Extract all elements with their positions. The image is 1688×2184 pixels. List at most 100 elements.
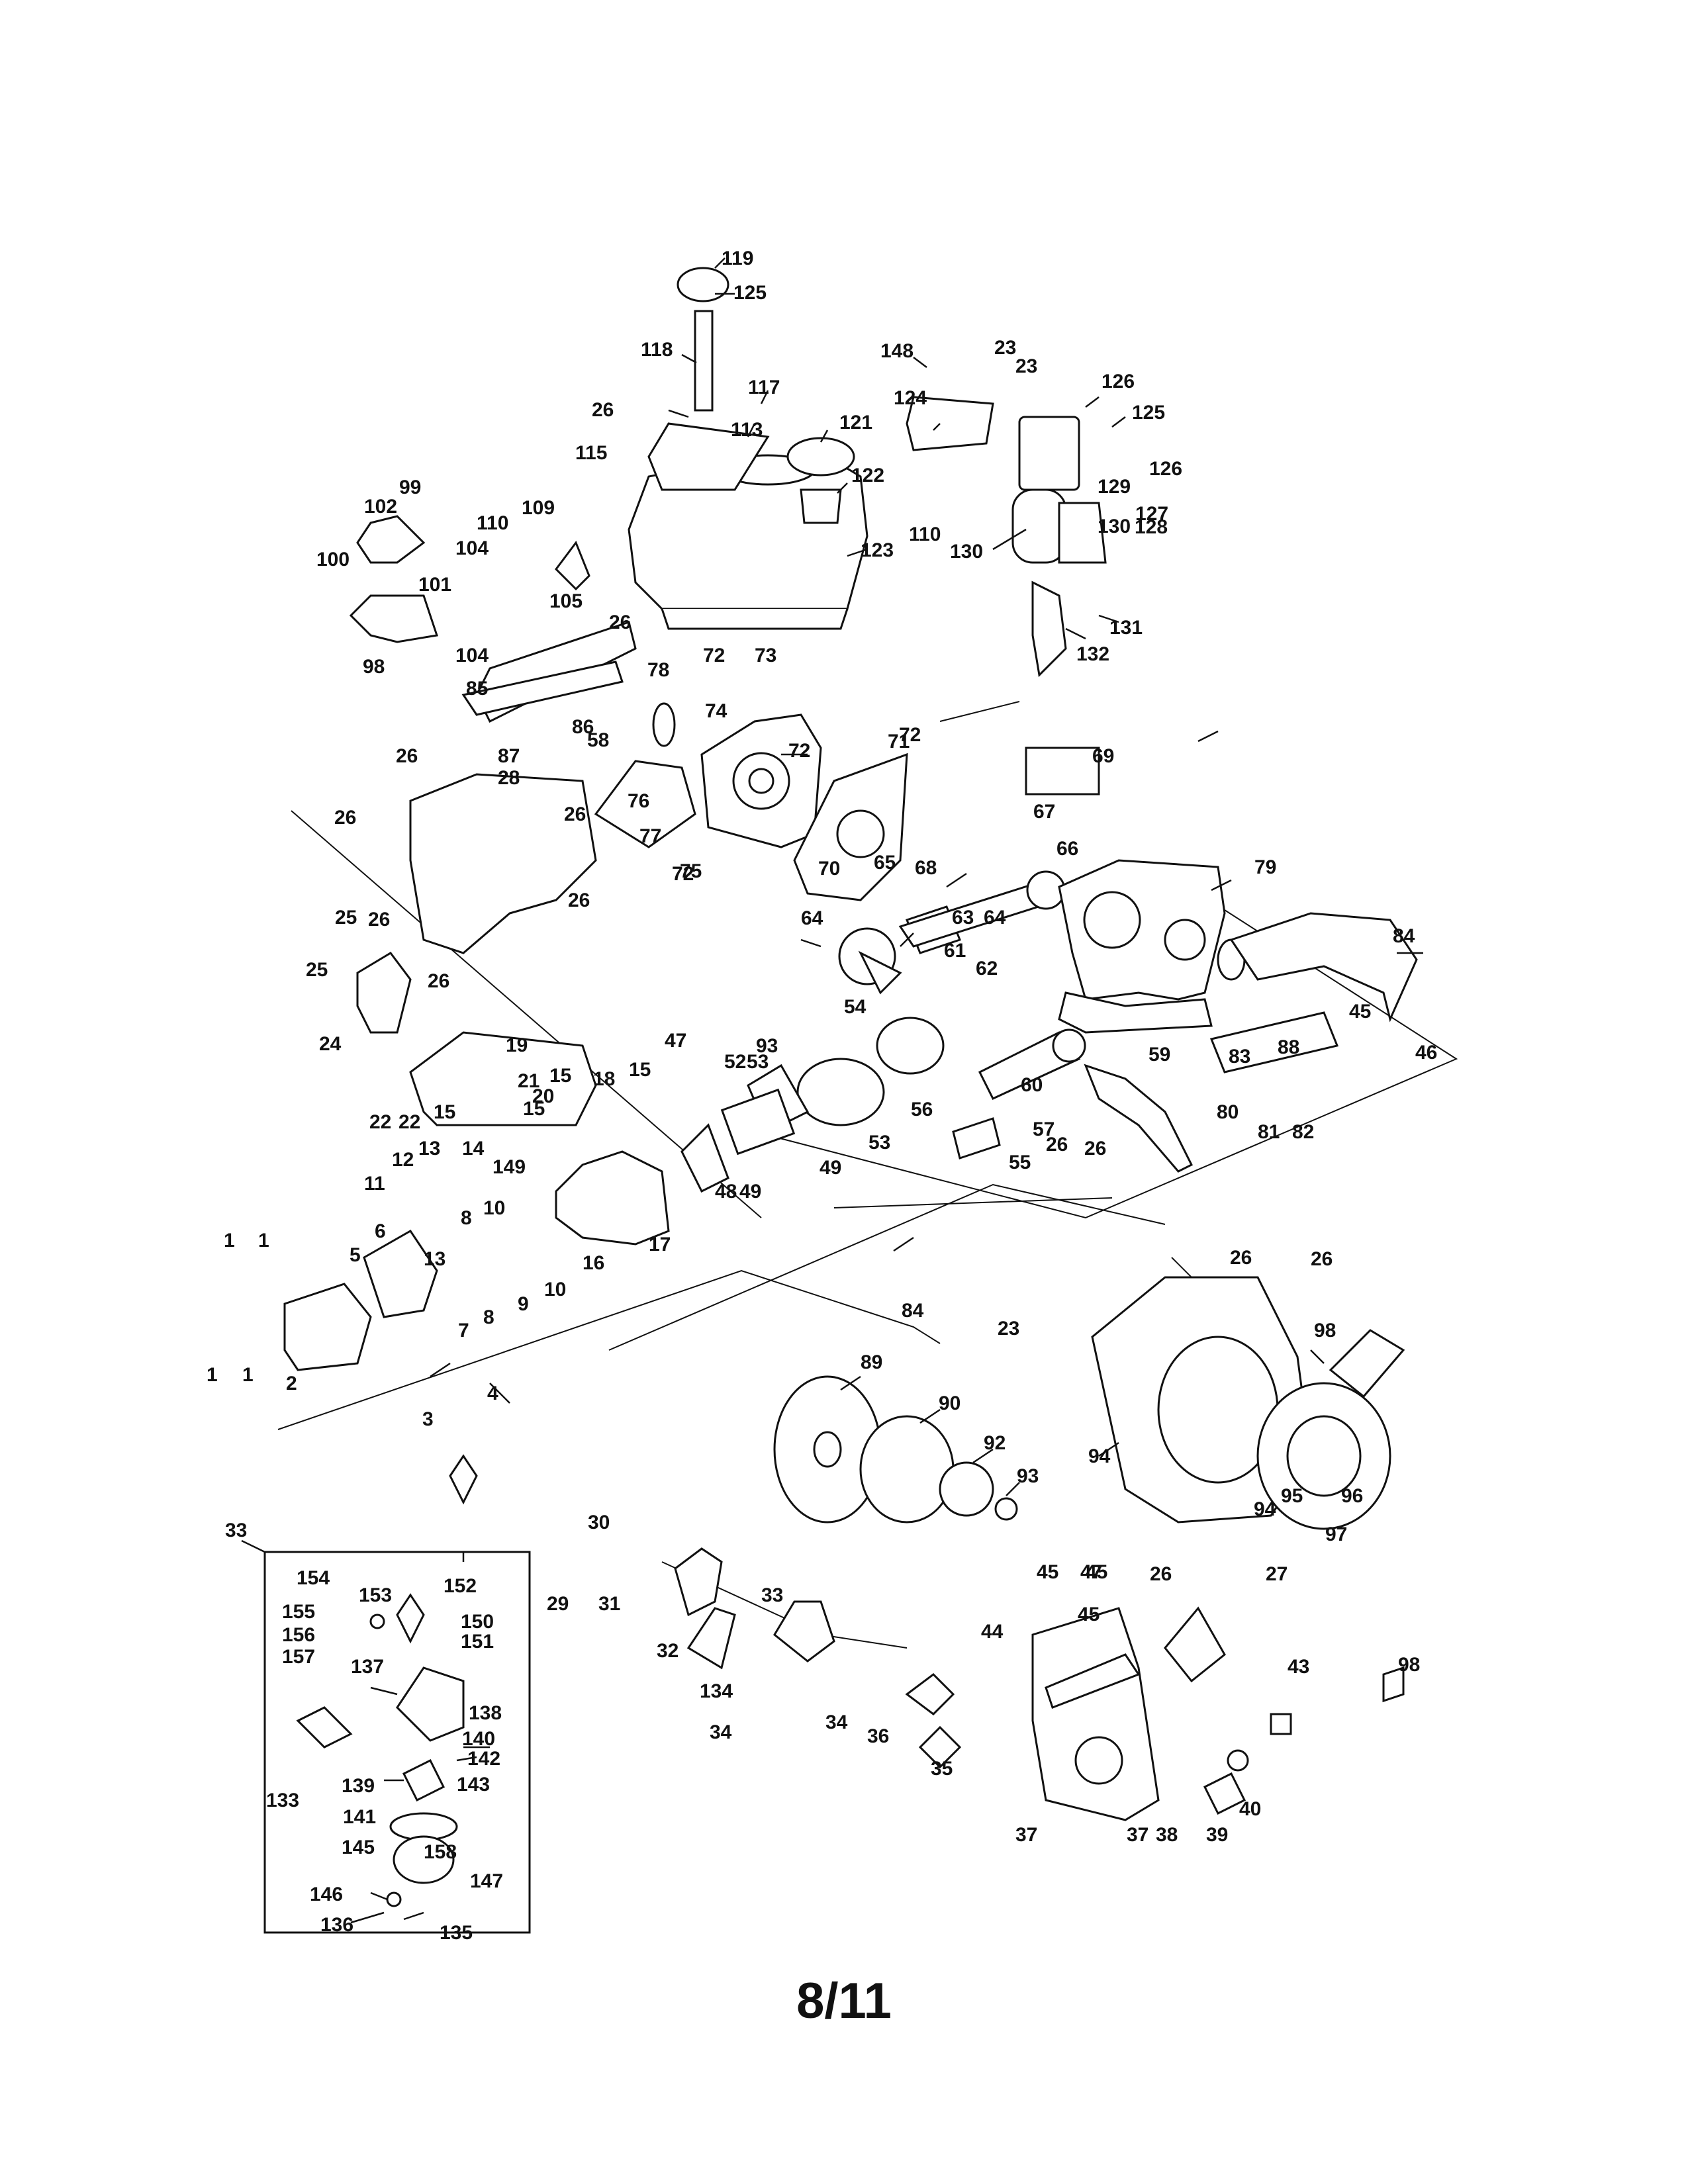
part-label: 110 bbox=[909, 523, 941, 545]
part-label: 65 bbox=[874, 852, 896, 874]
part-label: 142 bbox=[467, 1748, 500, 1770]
part-label: 26 bbox=[609, 612, 631, 633]
part-label: 79 bbox=[1254, 856, 1276, 878]
part-label: 104 bbox=[455, 537, 489, 559]
part-label: 61 bbox=[944, 940, 966, 962]
air-intake-group bbox=[674, 1547, 962, 1769]
part-label: 151 bbox=[461, 1631, 494, 1653]
part-label: 5 bbox=[350, 1244, 361, 1266]
part-label: 101 bbox=[418, 574, 451, 596]
part-label: 15 bbox=[434, 1101, 455, 1123]
part-label: 125 bbox=[1132, 402, 1165, 424]
part-label: 28 bbox=[498, 767, 520, 789]
part-label: 75 bbox=[680, 860, 702, 882]
part-label: 59 bbox=[1149, 1044, 1170, 1066]
part-label: 1 bbox=[224, 1230, 235, 1251]
part-label: 72 bbox=[788, 740, 810, 762]
part-label: 29 bbox=[547, 1593, 569, 1615]
part-label: 78 bbox=[647, 659, 669, 681]
part-label: 95 bbox=[1281, 1485, 1303, 1507]
part-label: 58 bbox=[587, 729, 609, 751]
part-label: 138 bbox=[469, 1702, 502, 1724]
part-label: 126 bbox=[1149, 458, 1182, 480]
part-label: 125 bbox=[733, 282, 767, 304]
part-label: 48 bbox=[715, 1181, 737, 1203]
part-label: 49 bbox=[739, 1181, 761, 1203]
leader-lines bbox=[241, 257, 1423, 1924]
engine-block-group bbox=[1058, 859, 1418, 1073]
part-label: 141 bbox=[343, 1806, 376, 1828]
part-label: 54 bbox=[844, 996, 867, 1018]
part-label: 17 bbox=[649, 1234, 671, 1255]
part-label: 39 bbox=[1206, 1824, 1228, 1846]
part-label: 72 bbox=[899, 724, 921, 746]
part-label: 26 bbox=[396, 745, 418, 767]
part-label: 21 bbox=[518, 1070, 539, 1092]
part-label: 139 bbox=[342, 1775, 375, 1797]
part-label: 130 bbox=[1098, 516, 1131, 537]
part-label: 126 bbox=[1102, 371, 1135, 392]
part-label: 14 bbox=[462, 1138, 485, 1160]
part-label: 24 bbox=[319, 1033, 342, 1055]
part-label: 10 bbox=[544, 1279, 566, 1300]
part-label: 27 bbox=[1266, 1563, 1288, 1585]
part-label: 132 bbox=[1076, 643, 1109, 665]
part-label: 72 bbox=[703, 645, 725, 666]
part-label: 122 bbox=[851, 465, 884, 486]
part-label: 113 bbox=[731, 419, 763, 441]
part-label: 128 bbox=[1135, 516, 1168, 538]
part-label: 100 bbox=[316, 549, 350, 570]
part-label: 6 bbox=[375, 1220, 386, 1242]
part-label: 136 bbox=[320, 1914, 353, 1936]
part-label: 26 bbox=[428, 970, 449, 992]
part-label: 60 bbox=[1021, 1074, 1043, 1096]
part-label: 23 bbox=[1015, 355, 1037, 377]
part-label: 26 bbox=[368, 909, 390, 931]
part-label: 105 bbox=[549, 590, 583, 612]
part-label: 134 bbox=[700, 1680, 733, 1702]
part-label: 109 bbox=[522, 497, 555, 519]
part-label: 8 bbox=[483, 1306, 494, 1328]
part-label: 145 bbox=[342, 1837, 375, 1858]
part-label: 47 bbox=[1080, 1561, 1102, 1583]
part-label: 119 bbox=[722, 248, 753, 269]
part-label: 131 bbox=[1109, 617, 1143, 639]
part-label: 68 bbox=[915, 857, 937, 879]
part-label: 98 bbox=[1314, 1320, 1336, 1342]
part-label: 118 bbox=[641, 339, 673, 361]
part-label: 82 bbox=[1292, 1121, 1314, 1143]
throttle-control-group bbox=[349, 515, 637, 723]
part-label: 137 bbox=[351, 1656, 384, 1678]
part-label: 26 bbox=[334, 807, 356, 829]
part-label: 30 bbox=[588, 1512, 610, 1533]
part-label: 33 bbox=[225, 1520, 247, 1541]
part-label: 156 bbox=[282, 1624, 315, 1646]
part-label: 16 bbox=[583, 1252, 604, 1274]
part-label: 45 bbox=[1037, 1561, 1058, 1583]
part-label: 84 bbox=[902, 1300, 924, 1322]
part-label: 15 bbox=[549, 1065, 571, 1087]
part-label: 46 bbox=[1415, 1042, 1437, 1064]
part-label: 146 bbox=[310, 1884, 343, 1905]
part-label: 38 bbox=[1156, 1824, 1178, 1846]
part-label: 135 bbox=[440, 1922, 473, 1944]
part-label: 26 bbox=[1046, 1134, 1068, 1156]
part-label: 53 bbox=[747, 1051, 769, 1073]
part-label: 92 bbox=[984, 1432, 1006, 1454]
part-label: 153 bbox=[359, 1584, 392, 1606]
part-label: 71 bbox=[888, 731, 910, 752]
part-label: 93 bbox=[756, 1035, 778, 1057]
part-label: 130 bbox=[950, 541, 983, 563]
part-label: 154 bbox=[297, 1567, 330, 1589]
part-label: 98 bbox=[363, 656, 385, 678]
part-label: 26 bbox=[564, 803, 586, 825]
part-label: 88 bbox=[1278, 1036, 1299, 1058]
part-label: 1 bbox=[242, 1364, 254, 1386]
part-label: 37 bbox=[1127, 1824, 1149, 1846]
part-label: 123 bbox=[861, 539, 894, 561]
part-label: 45 bbox=[1349, 1001, 1371, 1023]
part-label: 140 bbox=[462, 1728, 495, 1750]
part-label: 66 bbox=[1056, 838, 1078, 860]
